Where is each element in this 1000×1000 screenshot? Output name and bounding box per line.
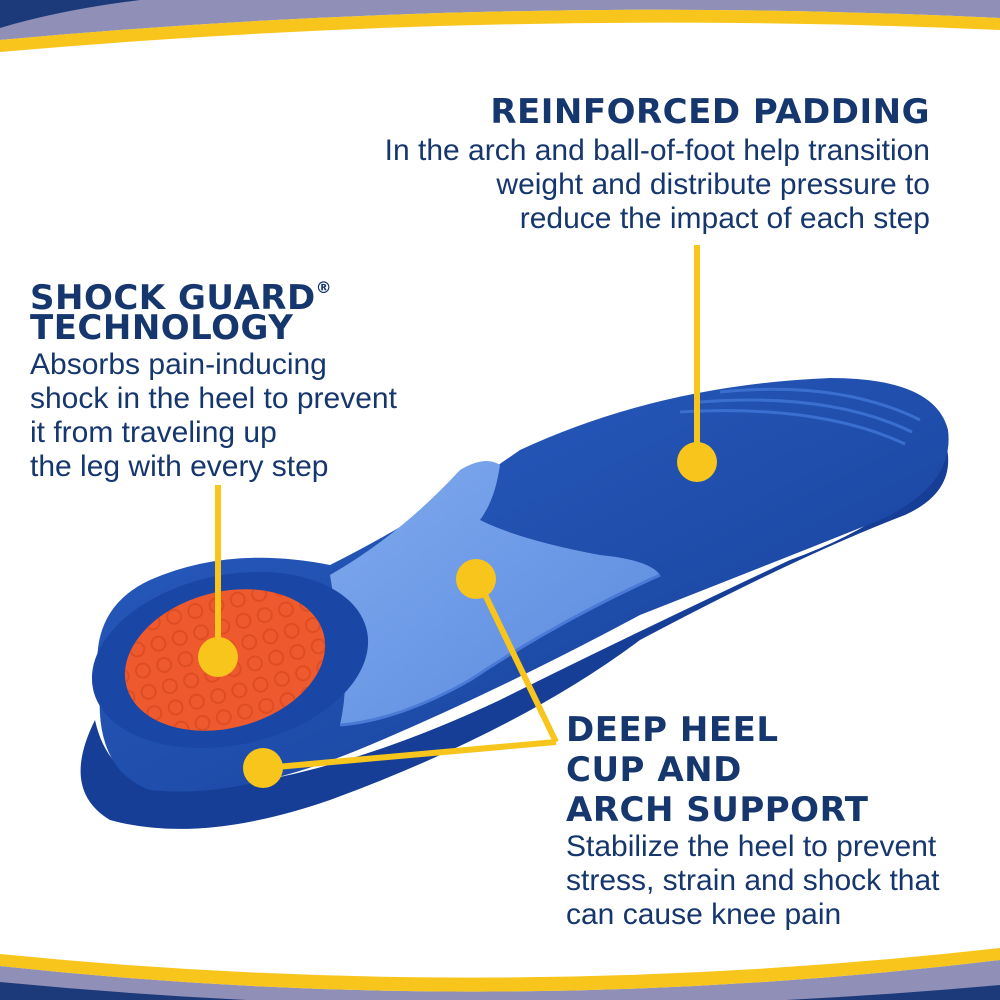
callout-dot-deep-heel [243,748,283,788]
deep-heel-text-line-3: can cause knee pain [566,898,842,931]
callout-line-arch-support [475,578,559,744]
bottom-band-yellow [0,948,1000,992]
forefoot-ridge [679,409,906,446]
top-band-gray [0,0,1000,40]
reinforced-padding-text-line-1: In the arch and ball-of-foot help transi… [384,134,930,167]
bottom-band-navy [0,982,1000,1000]
shock-guard-text-line-3: it from traveling up [30,416,277,449]
registered-trademark-mark: ® [315,278,333,297]
deep-heel-text-line-1: Stabilize the heel to prevent [566,830,937,863]
deep-heel-title-line-2: CUP AND [566,750,742,790]
shock-guard-title-line-2: TECHNOLOGY [30,308,294,348]
bottom-band-gray [0,960,1000,1000]
arch-support-pad [330,461,660,725]
shock-guard-title-line-1: SHOCK GUARD [30,278,316,318]
deep-heel-text-line-2: stress, strain and shock that [566,864,940,897]
arch-support-edge [339,573,661,727]
shock-guard-text-line-4: the leg with every step [30,450,329,483]
callout-line-deep-heel [264,739,557,771]
shock-guard-title: SHOCK GUARD® [30,268,332,318]
shock-guard-text-line-2: shock in the heel to prevent [30,382,397,415]
shock-guard-text-line-1: Absorbs pain-inducing [30,348,327,381]
top-band-navy [0,0,140,28]
reinforced-padding-text-line-2: weight and distribute pressure to [496,168,930,201]
reinforced-padding-title: REINFORCED PADDING [490,92,930,132]
deep-heel-title-line-3: ARCH SUPPORT [566,790,869,830]
forefoot-ridge [719,387,921,422]
callout-dot-arch-support [456,559,496,599]
forefoot-ridge [699,398,913,434]
callout-dot-reinforced-padding [677,442,717,482]
deep-heel-title-line-1: DEEP HEEL [566,710,779,750]
top-band-yellow [0,9,1000,52]
reinforced-padding-text-line-3: reduce the impact of each step [519,202,930,235]
callout-dot-shock-guard [198,637,238,677]
